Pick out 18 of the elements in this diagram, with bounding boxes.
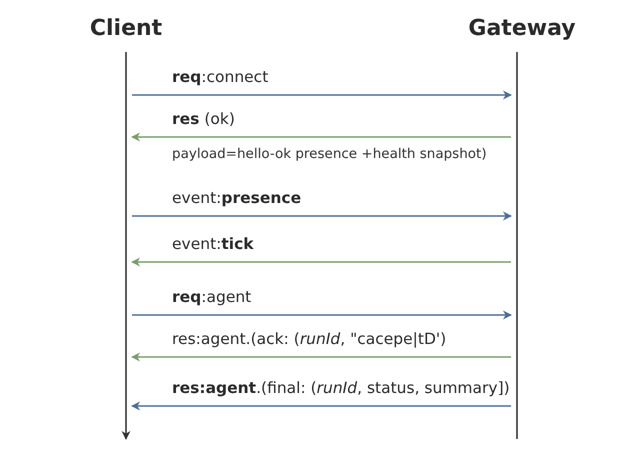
participant-label: Gateway xyxy=(468,16,576,41)
message-label: res:agent.(final: (runId, status, summary]) xyxy=(172,378,510,398)
message-arrow xyxy=(132,310,512,320)
participant-label: Client xyxy=(90,16,162,41)
lifeline-arrow xyxy=(120,52,132,440)
payload-note: payload=hello-ok presence +health snapshot) xyxy=(172,146,487,162)
message-label: res (ok) xyxy=(172,109,235,129)
message-arrow xyxy=(131,132,511,142)
message-label: req:connect xyxy=(172,67,268,87)
message-arrow xyxy=(131,352,511,362)
message-label: req:agent xyxy=(172,287,252,307)
message-label: event:tick xyxy=(172,234,254,254)
message-arrow xyxy=(132,90,512,100)
message-label: res:agent.(ack: (runId, "cacepe|tD') xyxy=(172,329,446,349)
message-label: event:presence xyxy=(172,188,302,208)
message-arrow xyxy=(131,402,511,410)
message-arrow xyxy=(132,212,512,220)
message-arrow xyxy=(131,258,511,266)
